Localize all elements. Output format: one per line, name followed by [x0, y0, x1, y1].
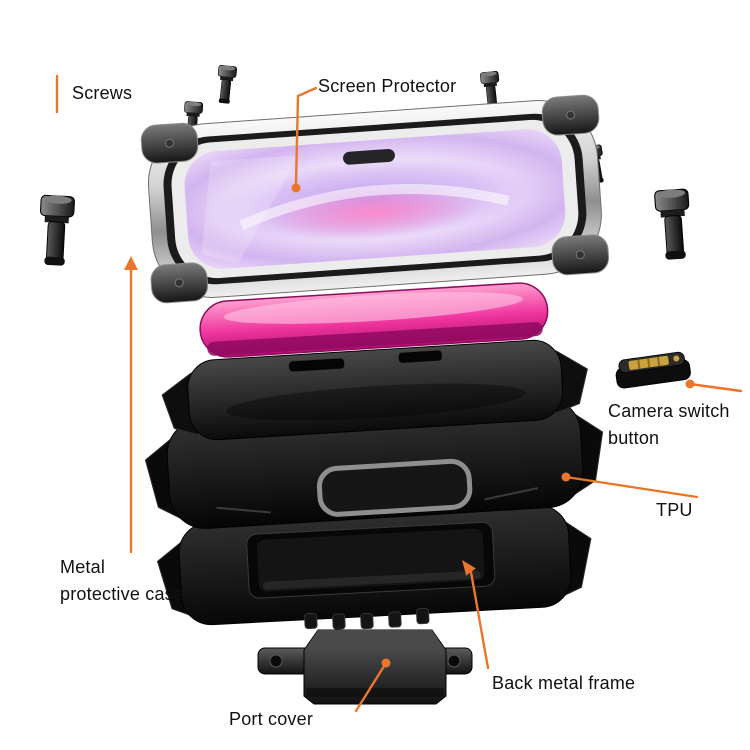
tpu-window-frame [316, 458, 473, 517]
dynamic-island [343, 148, 395, 165]
port-cover-screw-hole [447, 654, 461, 668]
port-cover-screw-hole [269, 654, 283, 668]
camera-switch-gold-dot [673, 355, 680, 362]
port-cover-leader-line [354, 661, 388, 713]
camera-switch-button-render [615, 351, 691, 389]
port-cover-block-shadow [306, 688, 444, 697]
back-frame-leader-arrow [462, 560, 476, 576]
label-back-metal-frame: Back metal frame [492, 673, 636, 693]
pink-screen-edge [207, 322, 543, 356]
inner-case-body [187, 339, 564, 441]
back-frame-bottom-studs [304, 607, 430, 630]
leader-lines [55, 74, 743, 713]
pink-screen-glare [223, 292, 523, 324]
label-port-cover: Port cover [229, 709, 314, 729]
back-frame-leader-line [469, 570, 490, 670]
back-metal-frame-render [156, 504, 592, 630]
inner-case-shadow [226, 383, 526, 421]
camera-switch-label-line2: button [608, 428, 660, 448]
camera-switch-label-line1: Camera switch [608, 401, 730, 421]
screw-render-large [36, 193, 76, 268]
screw-render [214, 64, 238, 105]
label-camera-switch-button: Camera switch button [608, 398, 730, 452]
screw-render-large [653, 187, 694, 262]
back-frame-opening-ledge [262, 570, 481, 590]
metal-case-label-line2: protective case [60, 584, 185, 604]
label-metal-protective-case: Metal protective case [60, 554, 184, 608]
phone-pink-screen-render [199, 282, 549, 358]
port-cover-block-top [306, 630, 444, 648]
frame-corner-screw-holes [165, 110, 585, 288]
metal-case-leader-arrow [124, 256, 138, 270]
screen-protector-leader-dot [291, 183, 301, 193]
port-cover-render [257, 629, 473, 705]
label-tpu: TPU [656, 500, 693, 520]
camera-switch-leader-line [688, 382, 743, 393]
inner-case-render [161, 339, 588, 441]
inner-case-port-cutout [288, 357, 346, 373]
glass-glare [201, 155, 299, 264]
tpu-leader-line [564, 475, 699, 499]
label-screen-protector: Screen Protector [318, 76, 457, 96]
port-cover-block [303, 629, 447, 705]
tpu-render [144, 397, 604, 529]
screen-protector-leader-line [294, 86, 318, 186]
inner-case-port-cutout [397, 349, 443, 364]
metal-case-label-line1: Metal [60, 557, 106, 577]
label-screws: Screws [72, 83, 133, 103]
camera-switch-contact-separators [637, 356, 661, 369]
wallpaper-white-swoosh [239, 183, 510, 230]
metal-frame-render [140, 94, 610, 304]
